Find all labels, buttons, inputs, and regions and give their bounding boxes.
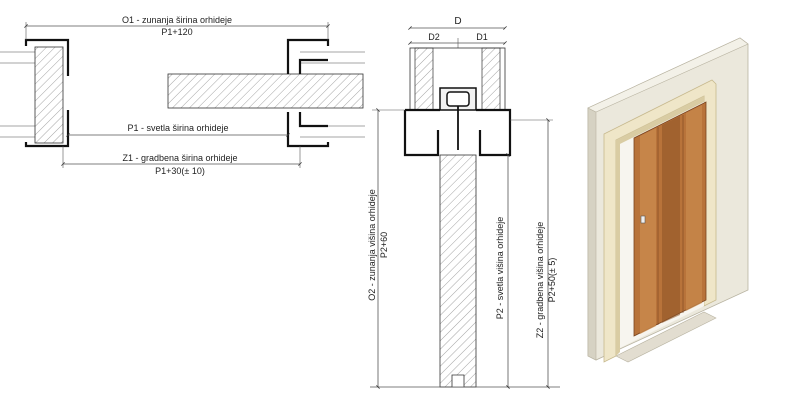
floor-guide [451,374,465,387]
plan-right-frame-bottom [286,112,330,148]
d-label: D [454,16,461,27]
o1-label: O1 - zunanja širina orhideje [122,15,232,25]
plan-left-jamb [34,46,64,144]
z2-label: Z2 - gradbena višina orhideje [535,222,545,339]
plan-right-frame-top [286,38,330,74]
pocket-left-wall [414,47,434,111]
door-panel-1 [640,128,656,334]
o2-value: P2+60 [379,232,389,258]
z1-label: Z1 - gradbena širina orhideje [122,153,237,163]
pocket-right-wall [481,47,501,111]
d1-label: D1 [476,32,488,42]
section-top-frame [403,108,512,157]
wall-edge [587,107,597,361]
door-panel-2 [662,116,680,323]
z2-value: P2+50(± 5) [547,258,557,303]
z1-value: P1+30(± 10) [155,166,205,176]
o1-value: P1+120 [161,27,192,37]
rail-roller [446,91,470,107]
floor-threshold [615,311,717,363]
wall-top-edge [587,37,749,113]
section-door-leaf [439,154,477,388]
d2-label: D2 [428,32,440,42]
door-3d-illustration [587,37,749,363]
plan-door-leaf [167,73,364,109]
o2-label: O2 - zunanja višina orhideje [367,189,377,301]
plan-view: O1 - zunanja širina orhideje P1+120 P1 -… [0,15,365,176]
p2-label: P2 - svetla višina orhideje [495,217,505,320]
plan-wall-left [0,51,35,138]
door-handle-icon [640,215,646,224]
section-view: D D2 D1 O2 - zunanja višina orhideje P2+… [367,16,560,389]
plan-left-frame [24,38,70,148]
door-panel-3 [686,105,702,311]
p1-label: P1 - svetla širina orhideje [127,123,228,133]
